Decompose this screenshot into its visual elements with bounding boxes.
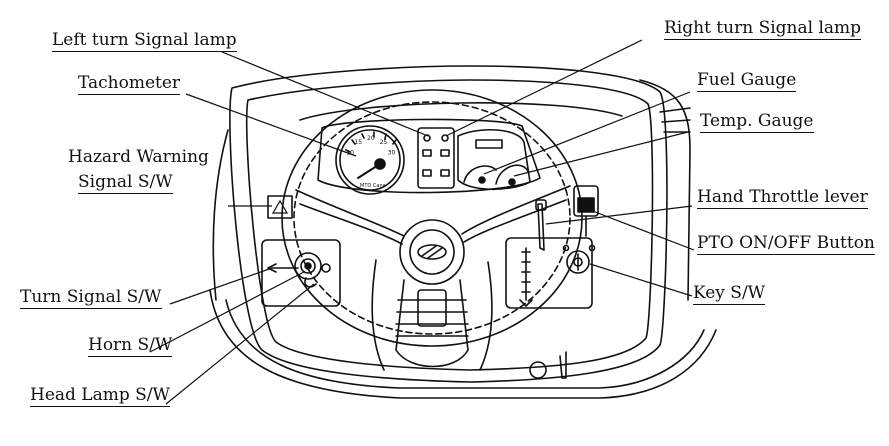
- warning-lamp-panel: [417, 127, 455, 189]
- label-hazard-warning-line1: Hazard Warning: [68, 147, 209, 167]
- leader-left-turn-signal: [221, 51, 429, 137]
- console-housing: [229, 65, 668, 383]
- leader-tachometer: [185, 93, 357, 157]
- leader-hand-throttle: [545, 205, 693, 225]
- turn-signal-switch: [294, 252, 322, 280]
- label-key-sw: Key S/W: [693, 283, 766, 305]
- label-turn-signal-sw: Turn Signal S/W: [20, 287, 162, 309]
- leader-horn-sw: [149, 271, 305, 353]
- leader-fuel-gauge: [483, 91, 691, 175]
- visor: [299, 102, 623, 121]
- right-turn-signal-lamp: [441, 134, 449, 142]
- tachometer-scale-label: 15: [354, 139, 362, 146]
- label-hazard-warning-line2: Signal S/W: [78, 172, 173, 194]
- right-control-panel: [505, 237, 593, 309]
- steering-spoke-left: [295, 189, 405, 237]
- leader-right-turn-signal: [445, 39, 643, 137]
- hazard-switch-frame: [267, 195, 293, 219]
- label-left-turn-signal-lamp: Left turn Signal lamp: [52, 30, 237, 52]
- label-right-turn-signal-lamp: Right turn Signal lamp: [664, 18, 862, 40]
- steering-wheel-rim-inner: [293, 101, 571, 335]
- label-head-lamp-sw: Head Lamp S/W: [30, 385, 170, 407]
- left-wing: [212, 129, 229, 301]
- tachometer-scale-label: 20: [367, 135, 375, 142]
- leader-temp-gauge: [513, 131, 689, 177]
- hazard-icon: [271, 199, 289, 214]
- console-base-2: [225, 299, 705, 389]
- steering-spoke-right: [461, 185, 571, 235]
- leader-turn-signal-sw: [169, 267, 273, 305]
- left-control-panel: [261, 239, 341, 307]
- fuel-gauge: [463, 165, 497, 183]
- label-pto-button: PTO ON/OFF Button: [697, 233, 875, 255]
- steering-column: [395, 279, 469, 368]
- head-lamp-knob: [304, 277, 317, 288]
- tachometer-scale-label: 30: [388, 150, 396, 157]
- key-switch: [566, 250, 590, 274]
- console-housing-inner: [245, 79, 654, 371]
- label-temp-gauge: Temp. Gauge: [700, 111, 814, 133]
- turn-signal-stalk: [267, 263, 299, 273]
- hand-throttle-lever: [537, 203, 545, 251]
- leader-head-lamp-sw: [165, 283, 315, 405]
- gauge-cluster-right: [457, 128, 531, 191]
- tachometer-outline: [335, 125, 405, 195]
- leader-lines: [149, 39, 695, 405]
- throttle-indicator: [521, 247, 531, 301]
- console-base: [209, 289, 717, 399]
- tachometer-scale-label: 25: [380, 139, 388, 146]
- steering-hub: [399, 219, 465, 285]
- label-fuel-gauge: Fuel Gauge: [697, 70, 797, 92]
- leader-pto: [589, 209, 695, 251]
- tachometer-scale-label: 10: [346, 150, 354, 157]
- temp-gauge: [495, 164, 529, 185]
- tachometer-brand: MTO Cana: [360, 183, 386, 189]
- brand-logo: [417, 244, 447, 260]
- tachometer-needle: [357, 163, 381, 179]
- label-tachometer: Tachometer: [78, 73, 181, 95]
- label-hand-throttle-lever: Hand Throttle lever: [697, 187, 868, 209]
- right-flange: [639, 79, 691, 301]
- label-horn-sw: Horn S/W: [88, 335, 173, 357]
- leader-key: [589, 263, 693, 297]
